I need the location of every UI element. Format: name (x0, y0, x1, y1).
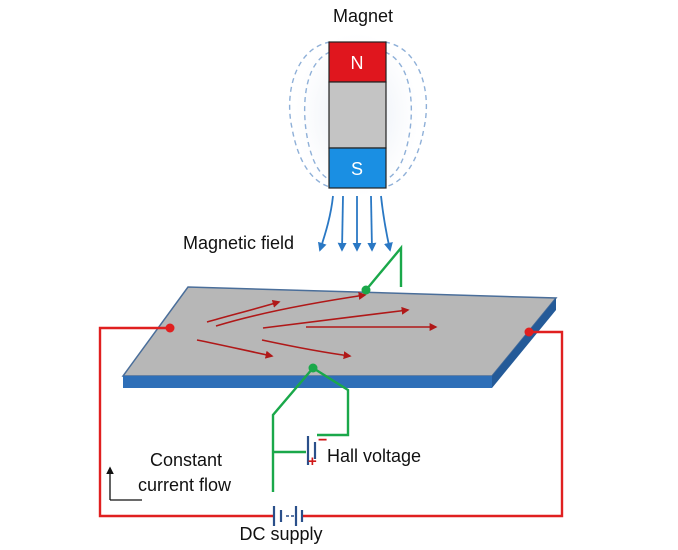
hall-voltage-label: Hall voltage (327, 446, 421, 466)
dc-supply-battery (272, 506, 304, 526)
south-pole (328, 147, 387, 189)
hall-contact-front (308, 363, 318, 373)
circuit-wire-left (98, 326, 274, 518)
hall-wire-front (271, 367, 314, 492)
field-line (367, 195, 377, 252)
circuit-wire-right (302, 330, 564, 518)
hall-plus-sign: + (308, 453, 317, 470)
magnetic-field-label: Magnetic field (183, 233, 294, 253)
current-arrow (196, 339, 274, 359)
dc-supply-label: DC supply (239, 524, 322, 544)
hall-wire-back (365, 244, 403, 291)
field-line (337, 195, 347, 252)
field-line (318, 195, 334, 252)
constant-current-label-line1: Constant (150, 450, 222, 470)
magnet-body (328, 81, 387, 149)
hall-contact-back (361, 285, 371, 295)
current-flow-arrows (196, 291, 438, 360)
current-arrow (215, 291, 367, 327)
north-pole-label: N (351, 53, 364, 73)
north-pole (328, 41, 387, 83)
hall-minus-sign: − (318, 432, 327, 449)
south-pole-label: S (351, 159, 363, 179)
field-line (380, 195, 393, 252)
current-arrow (261, 339, 352, 360)
plate-side-edge (492, 298, 556, 388)
magnet-label: Magnet (333, 6, 393, 26)
current-arrow (262, 306, 410, 329)
current-contact-right (524, 327, 534, 337)
hall-voltage-terminals (306, 436, 317, 465)
constant-current-label-line2: current flow (138, 475, 232, 495)
magnetic-field-lines (318, 195, 393, 252)
current-arrow (206, 299, 281, 323)
current-contact-left (165, 323, 175, 333)
plate-top (121, 286, 558, 377)
semiconductor-plate (121, 286, 558, 388)
hall-wire-right (312, 366, 350, 437)
plate-front-edge (123, 376, 492, 388)
